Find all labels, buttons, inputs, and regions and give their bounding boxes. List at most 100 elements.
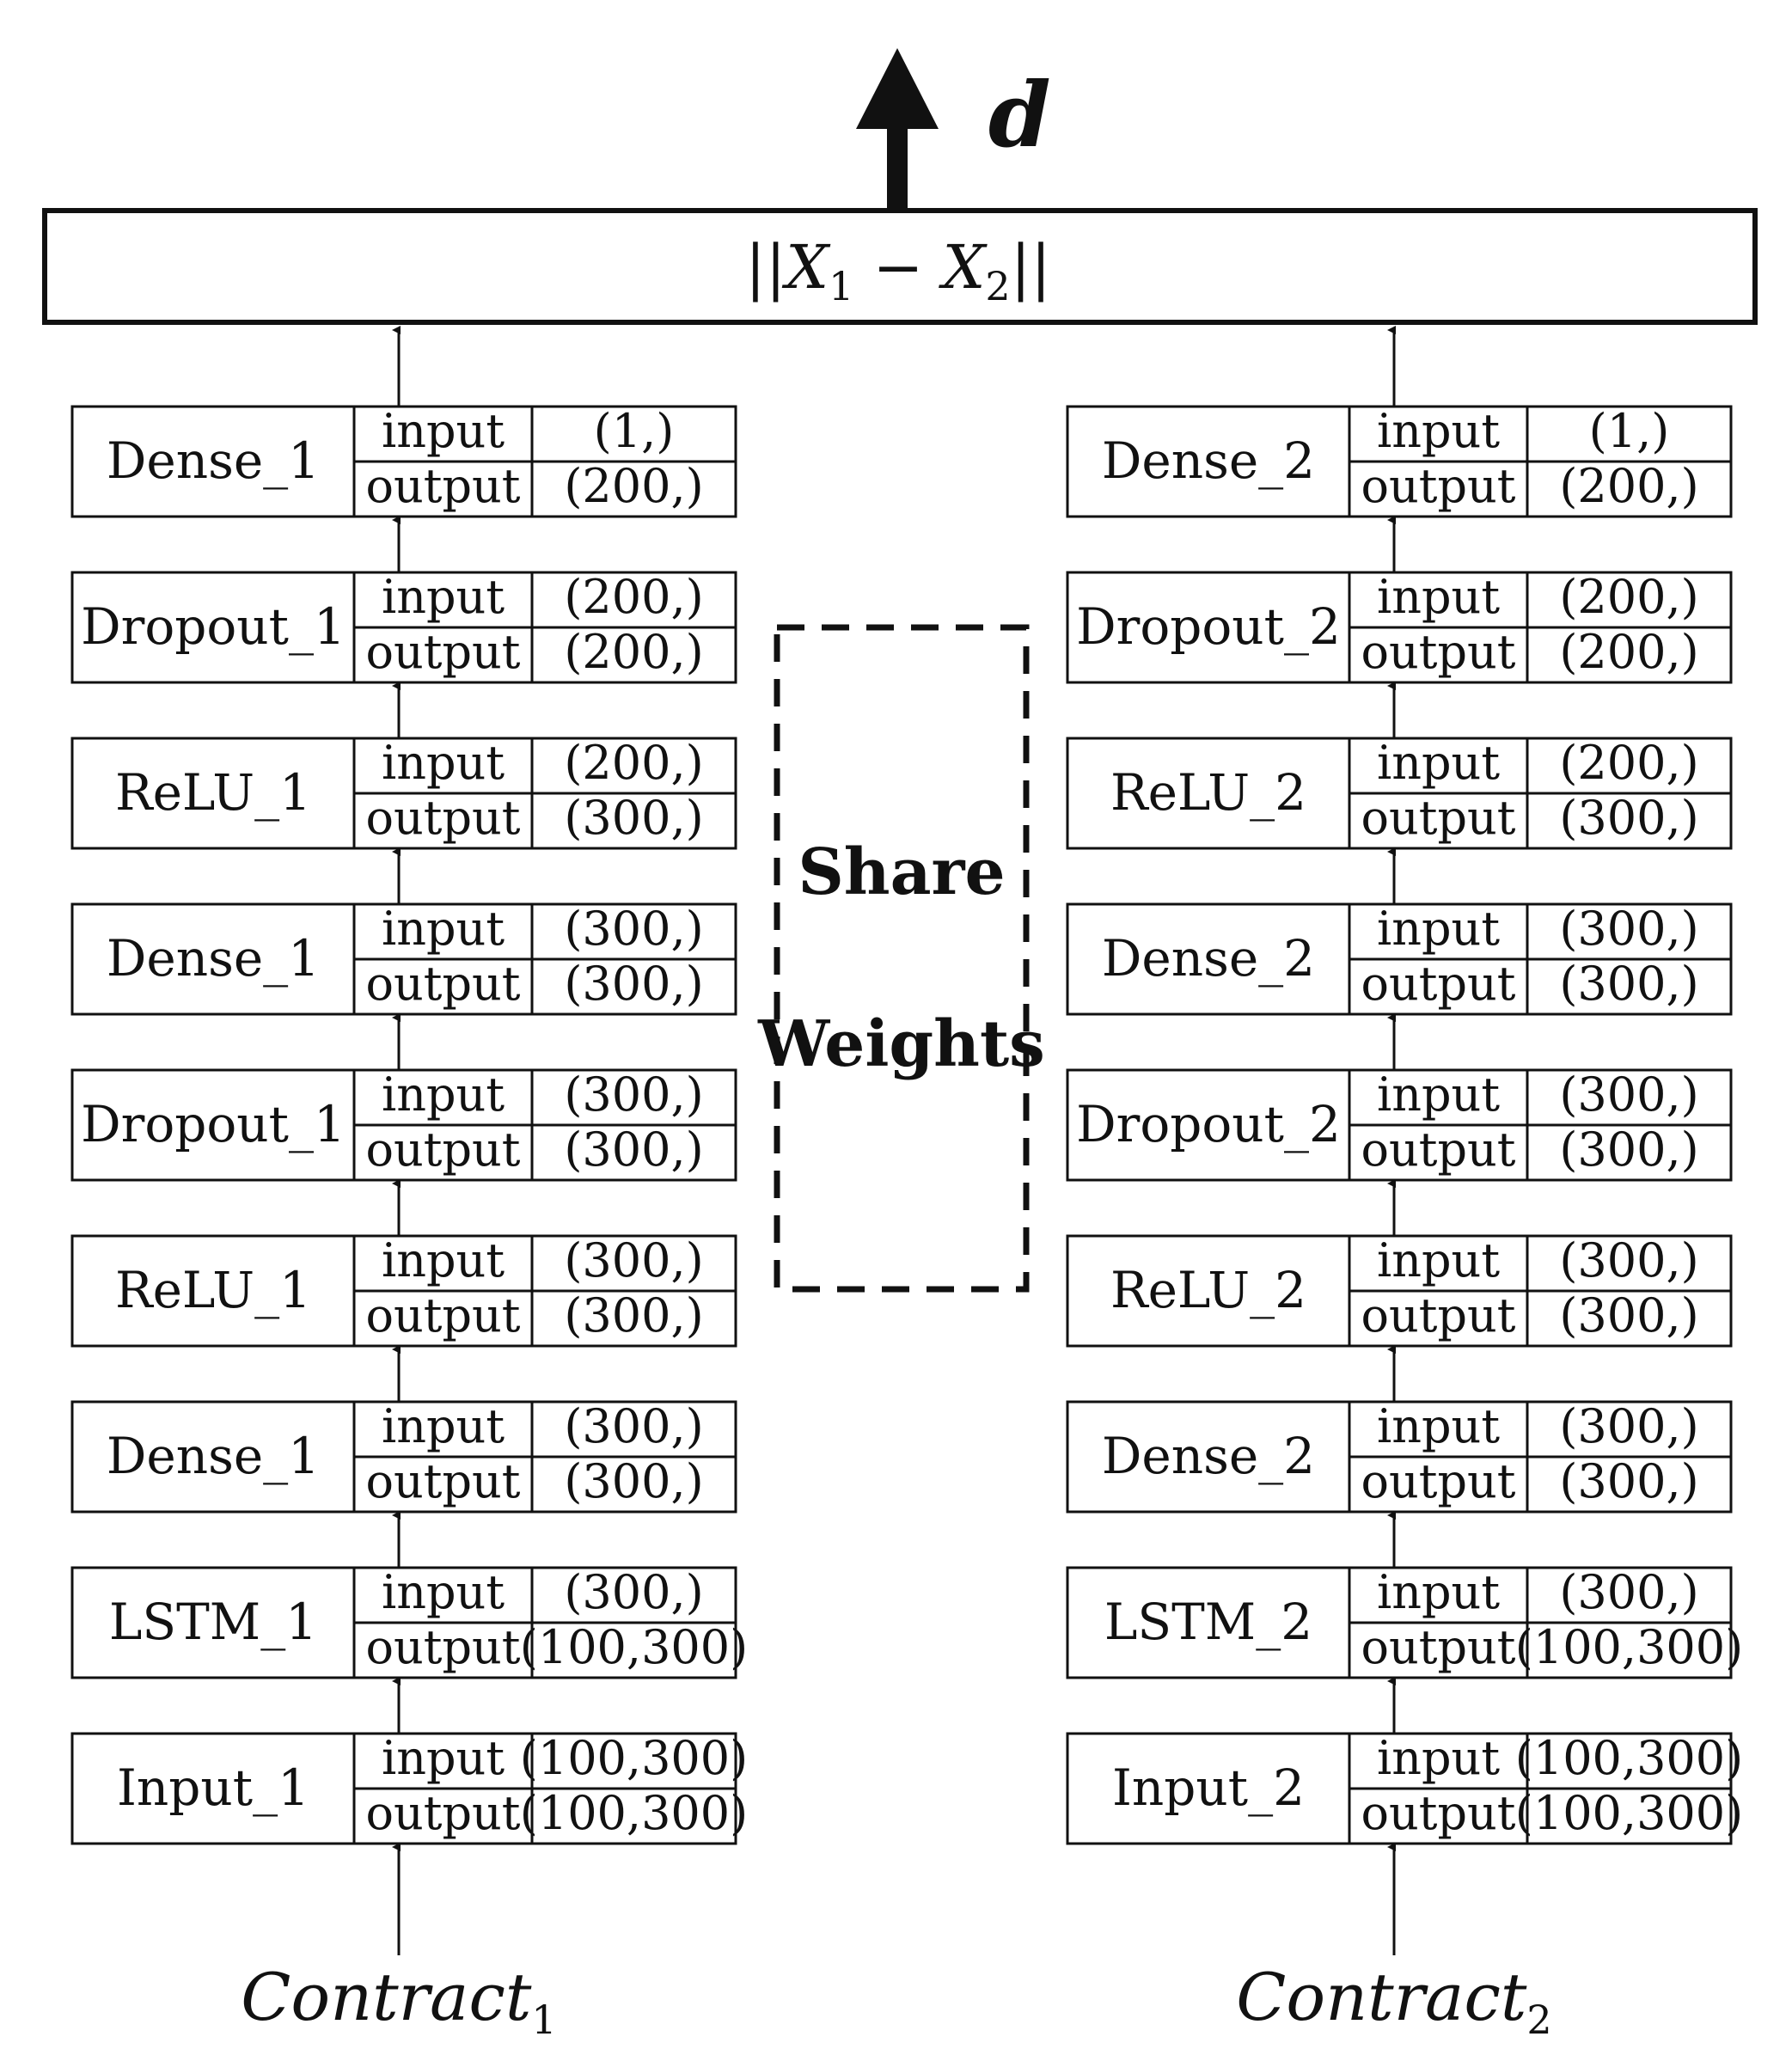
layer-name: Dense_1: [107, 431, 320, 490]
layer-name: ReLU_2: [1110, 1261, 1306, 1319]
output-shape: (300,): [564, 1454, 703, 1508]
input-key: input: [1377, 1233, 1500, 1287]
output-shape: (100,300): [520, 1786, 748, 1840]
input-shape: (200,): [1559, 570, 1698, 624]
output-key: output: [1361, 1454, 1515, 1508]
output-shape: (200,): [564, 625, 703, 679]
branch-left: Dense_1inputoutput(1,)(200,)Dropout_1inp…: [70, 326, 748, 2043]
input-key: input: [1377, 1731, 1500, 1785]
input-shape: (300,): [564, 1067, 703, 1122]
layer-name: Dense_2: [1102, 431, 1315, 490]
input-shape: (200,): [564, 736, 703, 790]
output-key: output: [365, 1620, 520, 1674]
output-shape: (300,): [564, 1122, 703, 1177]
input-key: input: [1377, 736, 1500, 790]
input-key: input: [382, 1731, 505, 1785]
output-shape: (200,): [1559, 625, 1698, 679]
input-key: input: [1377, 1565, 1500, 1619]
input-key: input: [382, 404, 505, 458]
layer-name: Dropout_2: [1076, 597, 1341, 656]
layer-name: LSTM_1: [109, 1593, 317, 1651]
output-key: output: [365, 625, 520, 679]
layer-name: Dropout_1: [81, 597, 346, 656]
input-shape: (1,): [594, 404, 675, 458]
share-weights-box: [774, 624, 1030, 1293]
output-key: output: [365, 957, 520, 1011]
input-key: input: [382, 1399, 505, 1453]
output-shape: (300,): [564, 1288, 703, 1342]
input-key: input: [1377, 404, 1500, 458]
share-weights-line1: Share: [798, 835, 1005, 909]
output-key: output: [365, 1786, 520, 1840]
output-shape: (300,): [1559, 1288, 1698, 1342]
input-key: input: [382, 902, 505, 956]
contract-label: Contract2: [1236, 1959, 1551, 2043]
layer-name: Input_1: [117, 1758, 309, 1817]
output-key: output: [365, 459, 520, 513]
output-key: output: [1361, 1122, 1515, 1177]
input-key: input: [1377, 570, 1500, 624]
output-shape: (100,300): [520, 1620, 748, 1674]
output-key: output: [1361, 625, 1515, 679]
input-key: input: [1377, 902, 1500, 956]
input-shape: (1,): [1589, 404, 1670, 458]
output-shape: (300,): [1559, 791, 1698, 845]
input-key: input: [1377, 1399, 1500, 1453]
distance-box: [42, 208, 1758, 325]
output-arrow: [856, 48, 939, 211]
output-shape: (200,): [564, 459, 703, 513]
contract-label: Contract1: [241, 1959, 556, 2043]
layer-name: Dropout_1: [81, 1095, 346, 1153]
output-shape: (100,300): [1515, 1786, 1743, 1840]
input-key: input: [1377, 1067, 1500, 1122]
layer-name: ReLU_2: [1110, 763, 1306, 822]
output-shape: (300,): [1559, 957, 1698, 1011]
output-shape: (200,): [1559, 459, 1698, 513]
output-key: output: [1361, 459, 1515, 513]
input-key: input: [382, 570, 505, 624]
input-key: input: [382, 736, 505, 790]
input-shape: (100,300): [520, 1731, 748, 1785]
layer-name: LSTM_2: [1104, 1593, 1312, 1651]
input-shape: (300,): [1559, 1565, 1698, 1619]
output-shape: (300,): [564, 791, 703, 845]
input-shape: (300,): [1559, 1067, 1698, 1122]
output-key: output: [1361, 957, 1515, 1011]
layer-name: Dense_1: [107, 929, 320, 988]
layer-name: Dense_2: [1102, 929, 1315, 988]
output-key: output: [1361, 791, 1515, 845]
input-shape: (300,): [1559, 1233, 1698, 1287]
input-shape: (300,): [564, 902, 703, 956]
input-shape: (100,300): [1515, 1731, 1743, 1785]
layer-name: ReLU_1: [115, 763, 311, 822]
input-key: input: [382, 1233, 505, 1287]
output-key: output: [365, 1454, 520, 1508]
layer-name: Dropout_2: [1076, 1095, 1341, 1153]
input-key: input: [382, 1565, 505, 1619]
layer-name: Dense_1: [107, 1427, 320, 1485]
output-key: output: [1361, 1288, 1515, 1342]
output-key: output: [1361, 1786, 1515, 1840]
output-key: output: [365, 1288, 520, 1342]
input-shape: (300,): [1559, 902, 1698, 956]
input-key: input: [382, 1067, 505, 1122]
layer-name: Input_2: [1112, 1758, 1305, 1817]
input-shape: (300,): [564, 1399, 703, 1453]
output-shape: (300,): [1559, 1122, 1698, 1177]
